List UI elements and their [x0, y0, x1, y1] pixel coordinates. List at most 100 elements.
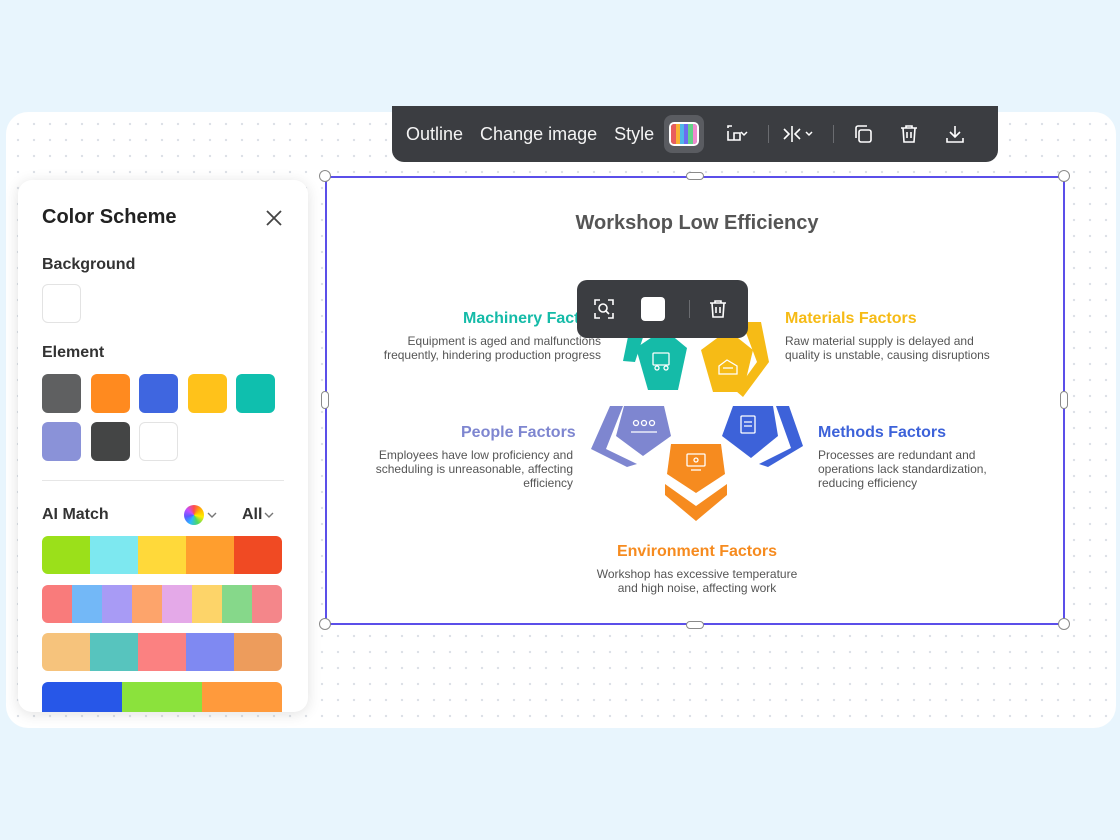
outline-button[interactable]: Outline: [406, 123, 464, 144]
materials-title: Materials Factors: [785, 310, 917, 327]
truck-icon: [652, 352, 670, 371]
materials-desc: Raw material supply is delayed and quali…: [785, 334, 990, 362]
toolbar-divider: [689, 300, 690, 318]
background-swatch[interactable]: [42, 284, 81, 323]
element-toolbar: [577, 280, 748, 338]
background-label: Background: [42, 256, 136, 273]
methods-title: Methods Factors: [818, 424, 947, 441]
layout-icon: [727, 125, 748, 141]
delete-button[interactable]: [894, 114, 924, 154]
methods-outer-shape: [759, 406, 803, 467]
element-color-swatch[interactable]: [139, 422, 178, 461]
delete-element-button[interactable]: [703, 289, 733, 329]
color-wheel-icon: [184, 505, 204, 525]
resize-handle-top-right[interactable]: [1058, 170, 1070, 182]
palette-color: [132, 584, 162, 623]
environment-outer-shape: [665, 484, 727, 521]
people-desc: Employees have low proficiency and sched…: [375, 448, 573, 490]
resize-handle-top[interactable]: [686, 172, 704, 180]
trash-icon: [901, 125, 918, 143]
ai-match-label: AI Match: [42, 506, 109, 523]
ai-match-row: AI Match All: [42, 504, 284, 526]
ai-palette[interactable]: [42, 536, 282, 574]
color-stripe: [671, 124, 676, 144]
palette-color: [72, 584, 102, 623]
toolbar-divider: [833, 125, 835, 143]
element-color-swatch[interactable]: [90, 422, 130, 461]
palette-color: [222, 584, 252, 623]
ai-palette[interactable]: [42, 584, 282, 623]
resize-handle-bottom-right[interactable]: [1058, 618, 1070, 630]
style-button[interactable]: Style: [614, 123, 655, 144]
resize-handle-right[interactable]: [1060, 391, 1068, 409]
people-title: People Factors: [461, 424, 576, 441]
color-stripe: [684, 124, 689, 144]
machinery-title: Machinery Factors: [463, 310, 605, 327]
environment-pentagon: [667, 444, 725, 493]
machinery-pentagon: [636, 329, 687, 390]
color-stripe: [679, 124, 685, 144]
palette-color: [234, 536, 282, 574]
flip-icon: [783, 126, 813, 142]
infographic-frame[interactable]: Workshop Low Efficiency Machinery Factor…: [325, 176, 1065, 625]
element-color-swatch[interactable]: [90, 374, 130, 413]
scan-search-icon: [594, 299, 614, 319]
palette-color: [162, 584, 192, 623]
resize-handle-top-left[interactable]: [319, 170, 331, 182]
box-icon: [718, 359, 738, 375]
color-wheel-dropdown[interactable]: [184, 505, 218, 525]
palette-color: [252, 584, 282, 623]
palette-color: [186, 536, 234, 574]
divider: [42, 480, 284, 481]
panel-title: Color Scheme: [42, 206, 177, 228]
ai-palette[interactable]: [42, 633, 282, 671]
image-toolbar: Outline Change image Style: [392, 106, 998, 162]
close-icon[interactable]: [262, 206, 286, 230]
environment-desc: Workshop has excessive temperature and h…: [596, 567, 798, 595]
fill-color-button[interactable]: [641, 297, 665, 321]
element-color-swatch[interactable]: [187, 374, 227, 413]
download-button[interactable]: [940, 114, 970, 154]
palette-color: [234, 633, 282, 671]
color-stripes-icon: [669, 122, 700, 146]
palette-color: [186, 633, 234, 671]
people-icon: [631, 419, 657, 433]
ai-palette[interactable]: [42, 681, 282, 712]
copy-icon: [855, 125, 872, 143]
element-color-swatch[interactable]: [42, 422, 81, 461]
trash-icon: [710, 300, 726, 318]
pentagon-diagram: [591, 322, 803, 521]
chevron-down-icon: [207, 512, 217, 518]
element-color-swatch[interactable]: [139, 374, 178, 413]
change-image-button[interactable]: Change image: [480, 123, 598, 144]
people-pentagon: [616, 406, 671, 456]
resize-handle-bottom[interactable]: [686, 621, 704, 629]
element-color-swatch[interactable]: [42, 374, 81, 413]
color-scheme-button[interactable]: [664, 115, 705, 153]
ai-filter-dropdown[interactable]: All: [242, 506, 275, 524]
element-label: Element: [42, 344, 105, 361]
palette-color: [102, 584, 132, 623]
palette-color: [192, 584, 222, 623]
layout-dropdown-button[interactable]: [718, 114, 758, 154]
palette-color: [42, 633, 90, 671]
clipboard-icon: [740, 415, 756, 434]
methods-desc: Processes are redundant and operations l…: [818, 448, 987, 490]
palette-color: [202, 681, 282, 712]
ai-filter-label: All: [242, 506, 263, 523]
resize-handle-bottom-left[interactable]: [319, 618, 331, 630]
color-stripe: [675, 124, 680, 144]
chevron-down-icon: [264, 512, 274, 518]
element-color-swatch[interactable]: [236, 374, 275, 413]
color-stripe: [692, 124, 698, 144]
environment-title: Environment Factors: [616, 543, 778, 560]
color-stripe: [688, 124, 693, 144]
duplicate-button[interactable]: [848, 114, 878, 154]
zoom-button[interactable]: [589, 289, 619, 329]
resize-handle-left[interactable]: [321, 391, 329, 409]
flip-dropdown-button[interactable]: [777, 114, 823, 154]
palette-color: [122, 681, 202, 712]
palette-color: [90, 633, 138, 671]
methods-pentagon: [722, 406, 778, 458]
download-icon: [946, 126, 964, 143]
